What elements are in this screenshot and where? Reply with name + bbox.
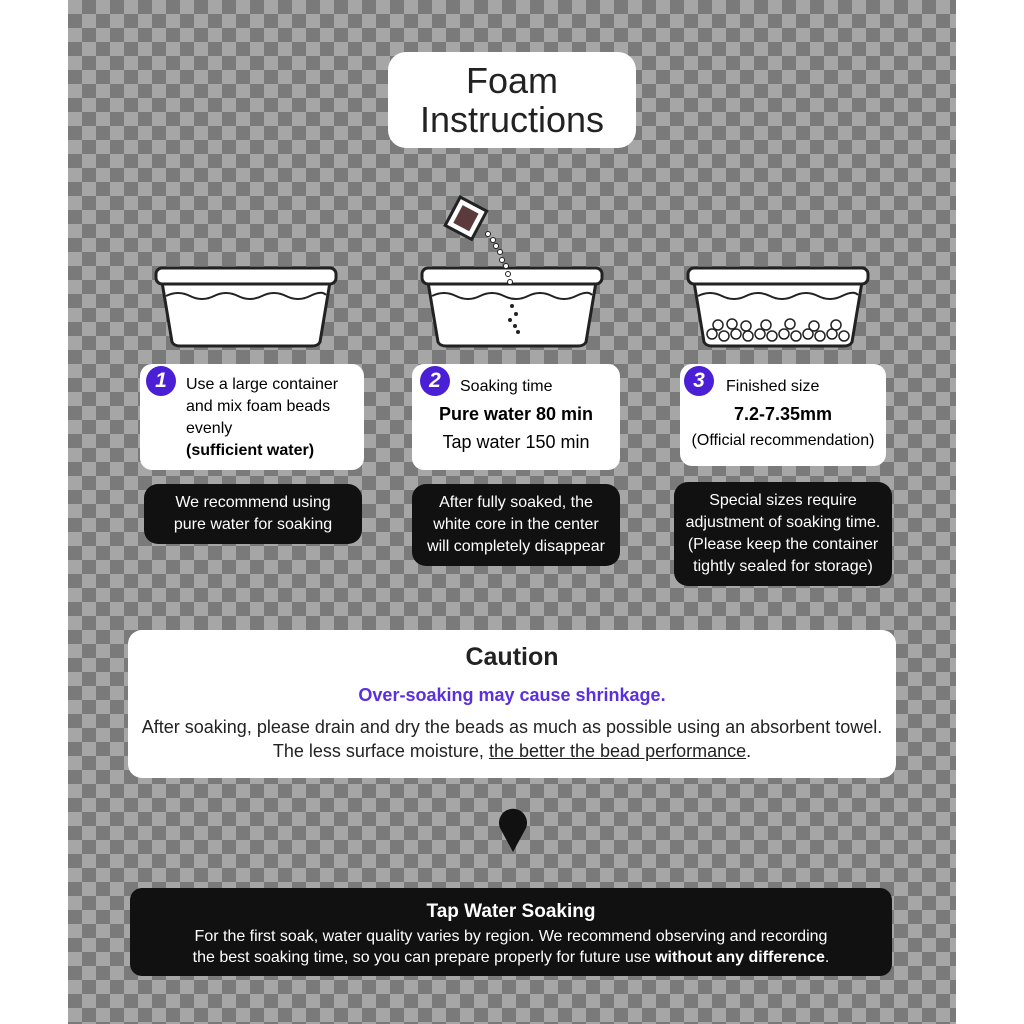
- note-line: tightly sealed for storage): [693, 558, 873, 575]
- caution-text-underlined: the better the bead performance: [488, 741, 747, 761]
- note-line: adjustment of soaking time.: [685, 514, 881, 531]
- step3-recommendation: (Official recommendation): [691, 432, 875, 449]
- caution-text: After soaking, please drain and dry the …: [141, 717, 883, 737]
- note-line: pure water for soaking: [173, 516, 333, 533]
- step1-text: evenly: [186, 420, 233, 437]
- tap-water-title: Tap Water Soaking: [426, 901, 596, 922]
- caution-card: Caution Over-soaking may cause shrinkage…: [128, 630, 896, 778]
- tap-text-end: .: [824, 949, 830, 966]
- note-line: will completely disappear: [427, 538, 605, 555]
- step3-heading: Finished size: [726, 378, 820, 395]
- note-line: Special sizes require: [709, 492, 857, 509]
- note-line: We recommend using: [175, 494, 331, 511]
- note-line: white core in the center: [433, 516, 599, 533]
- note-line: (Please keep the container: [687, 536, 879, 553]
- location-pin-icon: [499, 808, 527, 852]
- caution-text-end: .: [746, 741, 752, 761]
- title-card: Foam Instructions: [388, 52, 636, 148]
- step-number-badge: 1: [146, 366, 176, 396]
- step1-text: and mix foam beads: [186, 398, 331, 415]
- page-title-line1: Foam: [465, 60, 559, 101]
- step2-heading: Soaking time: [460, 378, 553, 395]
- bead-packet-icon: [443, 195, 513, 285]
- tap-water-card: Tap Water Soaking For the first soak, wa…: [130, 888, 892, 976]
- step3-size: 7.2-7.35mm: [733, 404, 833, 424]
- step1-text: Use a large container: [186, 376, 339, 393]
- step2-pure-water: Pure water 80 min: [438, 404, 594, 424]
- page-title-line2: Instructions: [419, 99, 605, 140]
- step-number-badge: 2: [420, 366, 450, 396]
- tap-text-bold: without any difference: [655, 949, 825, 966]
- container-icon: [420, 266, 604, 348]
- caution-title: Caution: [465, 643, 559, 671]
- note-line: After fully soaked, the: [439, 494, 593, 511]
- container-icon: [686, 266, 870, 348]
- tap-water-text: For the first soak, water quality varies…: [194, 928, 828, 945]
- step-number-badge: 3: [684, 366, 714, 396]
- step-card-1: [140, 364, 364, 470]
- caution-warning: Over-soaking may cause shrinkage.: [358, 685, 666, 705]
- step2-tap-water: Tap water 150 min: [442, 432, 590, 452]
- caution-text-start: The less surface moisture,: [272, 741, 489, 761]
- step1-emphasis: (sufficient water): [186, 442, 315, 459]
- tap-text-start: the best soaking time, so you can prepar…: [192, 949, 656, 966]
- container-icon: [154, 266, 338, 348]
- step2-note: After fully soaked, the white core in th…: [412, 484, 620, 566]
- tap-water-text: the best soaking time, so you can prepar…: [130, 947, 892, 968]
- caution-text: The less surface moisture, the better th…: [128, 740, 896, 762]
- step1-note: We recommend using pure water for soakin…: [144, 484, 362, 544]
- step-card-3: [680, 364, 886, 466]
- step3-note: Special sizes require adjustment of soak…: [674, 482, 892, 586]
